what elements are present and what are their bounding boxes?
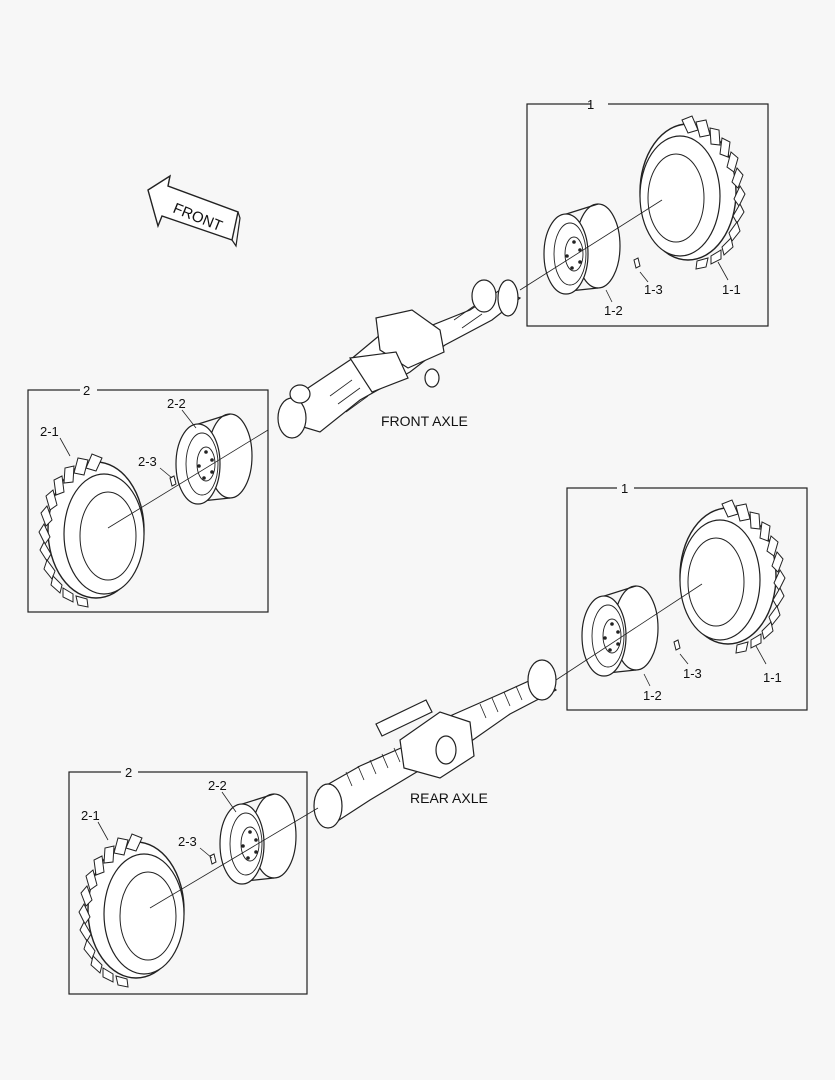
group-front-right: 1 1-1 1-2 1-3 xyxy=(519,97,769,327)
group-frame xyxy=(27,389,269,613)
group-id: 1 xyxy=(587,97,594,112)
rim-label: 1-2 xyxy=(604,303,623,318)
tire-label: 1-1 xyxy=(722,282,741,297)
tire-icon xyxy=(78,833,185,988)
valve-icon xyxy=(209,853,217,865)
valve-label: 2-3 xyxy=(178,834,197,849)
group-front-left: 2 2-1 2-2 2-3 xyxy=(27,383,269,613)
front-axle-label: FRONT AXLE xyxy=(381,413,468,429)
group-id: 2 xyxy=(83,383,90,398)
tire-icon xyxy=(38,453,145,608)
rim-label: 1-2 xyxy=(643,688,662,703)
tire-label: 2-1 xyxy=(40,424,59,439)
valve-icon xyxy=(673,639,681,651)
tire-icon xyxy=(679,499,786,654)
group-id: 2 xyxy=(125,765,132,780)
valve-icon xyxy=(633,257,641,269)
rear-axle-label: REAR AXLE xyxy=(410,790,488,806)
valve-label: 2-3 xyxy=(138,454,157,469)
rear-axle-assembly: REAR AXLE xyxy=(313,659,558,829)
group-frame xyxy=(526,103,769,327)
rim-label: 2-2 xyxy=(167,396,186,411)
valve-label: 1-3 xyxy=(644,282,663,297)
group-rear-left: 2 2-1 2-2 2-3 xyxy=(68,765,319,995)
group-rear-right: 1 1-1 1-2 1-3 xyxy=(555,481,808,711)
tire-label: 1-1 xyxy=(763,670,782,685)
group-frame xyxy=(566,487,808,711)
tire-label: 2-1 xyxy=(81,808,100,823)
valve-label: 1-3 xyxy=(683,666,702,681)
rim-icon xyxy=(543,203,621,295)
front-axle-assembly: FRONT AXLE xyxy=(277,279,522,439)
group-id: 1 xyxy=(621,481,628,496)
rim-label: 2-2 xyxy=(208,778,227,793)
group-frame xyxy=(68,771,308,995)
rim-icon xyxy=(219,793,297,885)
tire-icon xyxy=(639,115,746,270)
front-direction-arrow-icon: FRONT xyxy=(147,174,241,248)
rim-icon xyxy=(581,585,659,677)
rim-icon xyxy=(175,413,253,505)
